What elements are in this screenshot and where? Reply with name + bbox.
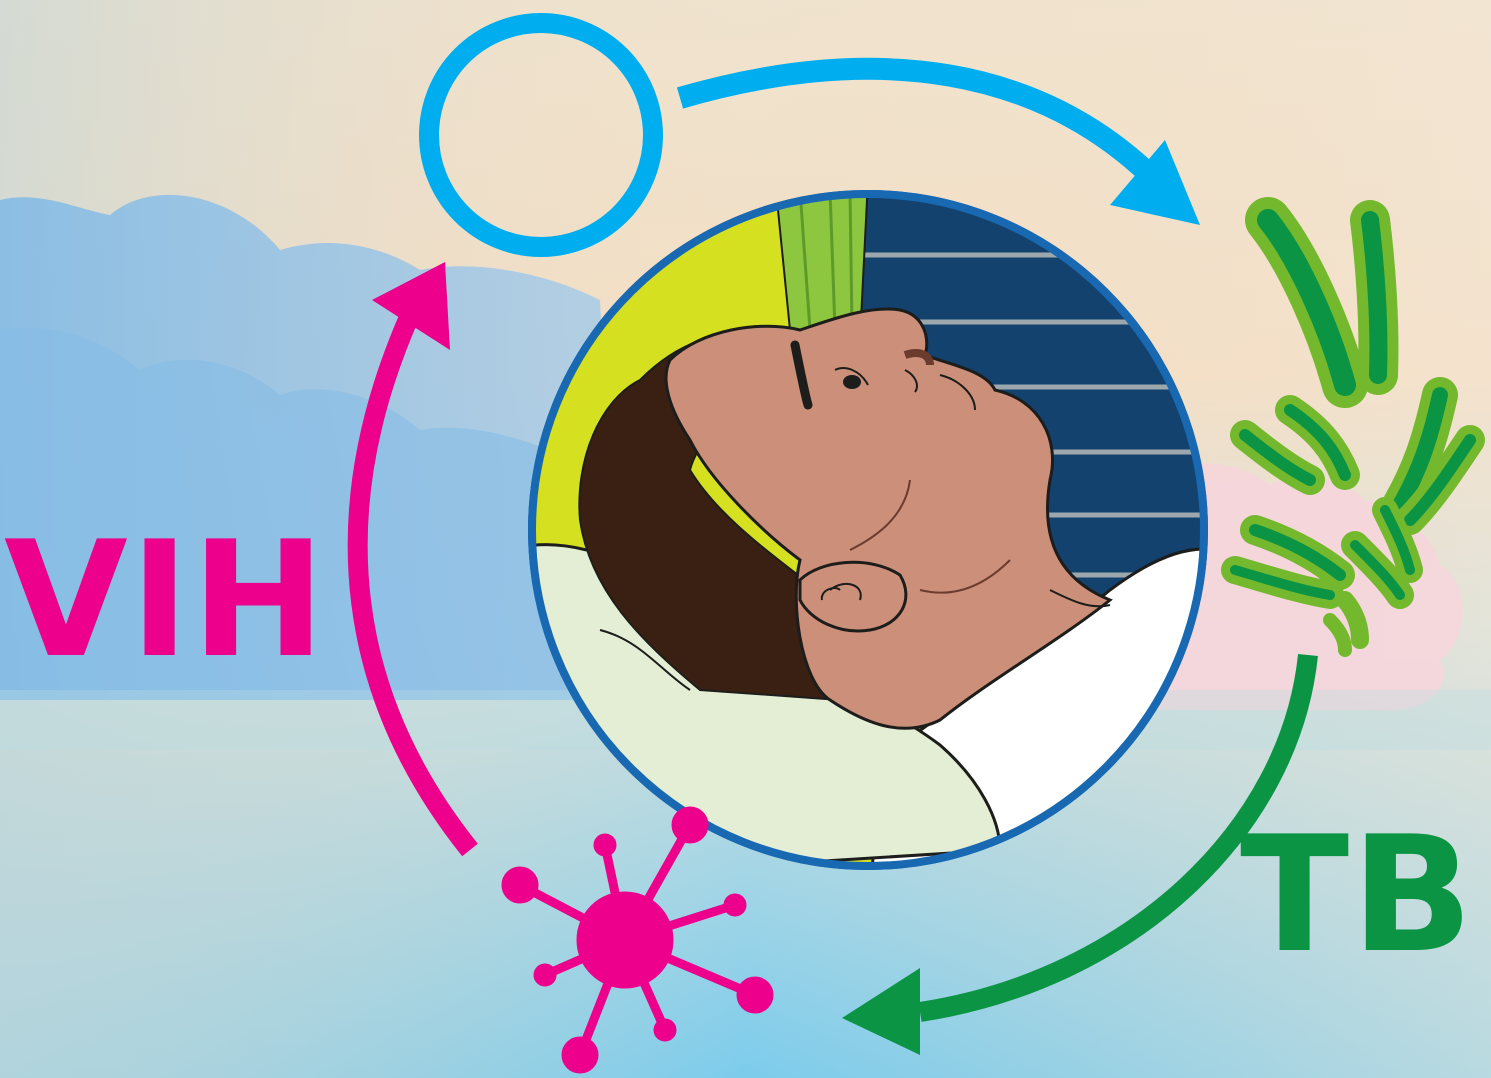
tb-label: TB [1240,815,1475,975]
hiv-label: VIH [4,520,327,680]
